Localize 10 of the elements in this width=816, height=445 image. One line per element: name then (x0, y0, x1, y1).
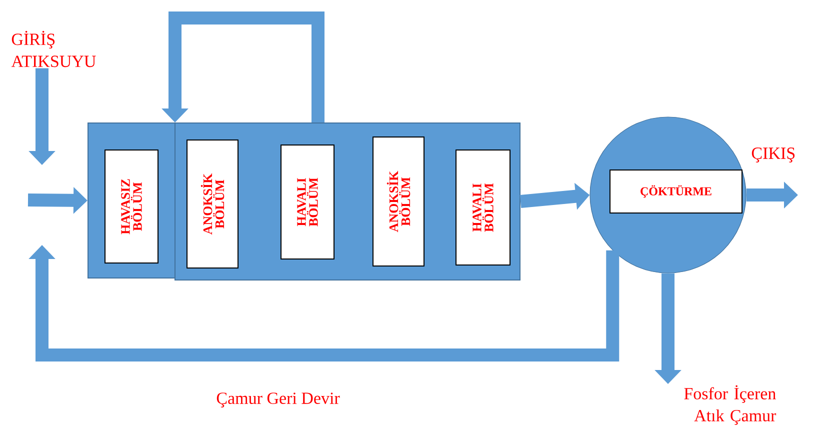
flow-label: Fosfor İçeren Atık Çamur (684, 385, 776, 425)
settling-box: ÇÖKTÜRME (610, 170, 742, 214)
zone-box: ANOKSİK BÖLÜM (372, 136, 424, 266)
zone-box: HAVALI BÖLÜM (280, 144, 334, 260)
flow-label: GİRİŞ ATIKSUYU (11, 30, 96, 68)
zone-box: HAVASIZ BÖLÜM (104, 150, 158, 264)
flow-label: ÇIKIŞ (752, 148, 795, 162)
zone-box: ANOKSİK BÖLÜM (186, 140, 238, 268)
zone-box: HAVALI BÖLÜM (456, 150, 510, 266)
flow-label: Çamur Geri Devir (216, 392, 340, 408)
